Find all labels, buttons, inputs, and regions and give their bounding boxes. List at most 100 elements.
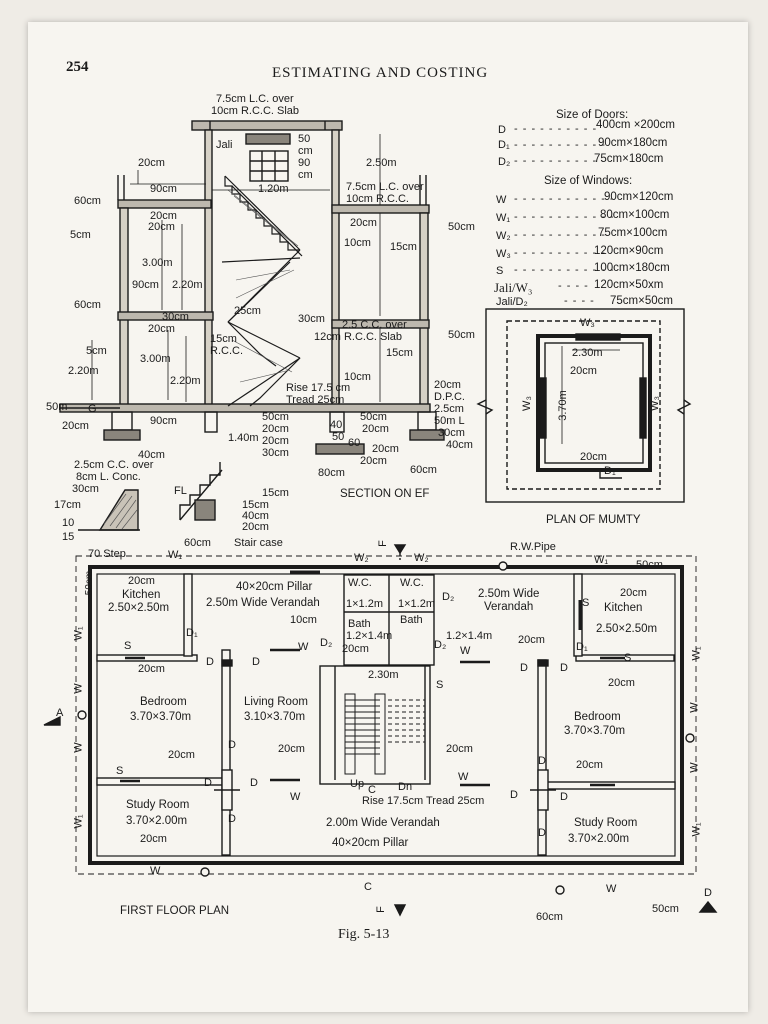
pillar-label: 40×20cm Pillar bbox=[236, 581, 313, 593]
window-tag: W bbox=[458, 771, 469, 783]
room-dim: 1×1.2m bbox=[346, 598, 383, 610]
window-size: 80cm×100cm bbox=[600, 209, 670, 221]
dim-label: 1.40m bbox=[228, 432, 259, 444]
section-marker-d: D bbox=[704, 887, 712, 899]
dim-label: 80cm bbox=[318, 467, 345, 479]
dim-label: 30cm bbox=[438, 427, 465, 439]
dim-label: 50m L bbox=[434, 415, 465, 427]
dim-label: 50cm bbox=[262, 411, 289, 423]
window-code: Jali/D₂ bbox=[496, 296, 528, 308]
room-dim: 1×1.2m bbox=[398, 598, 435, 610]
window-tag: W₁ bbox=[690, 822, 703, 837]
dim-label: 1.20m bbox=[258, 183, 289, 195]
dim-label: 2.20m bbox=[170, 375, 201, 387]
section-marker-a: A bbox=[56, 707, 64, 719]
leader: - - - - - - - - - - - - bbox=[514, 211, 615, 223]
room-dim: 1.2×1.4m bbox=[446, 630, 493, 642]
dim-label: 20cm bbox=[138, 157, 165, 169]
window-tag: W bbox=[72, 742, 85, 753]
room-dim: 1.2×1.4m bbox=[346, 630, 393, 642]
cc-note: 2.5cm C.C. over bbox=[74, 459, 154, 471]
dim-label: 10cm bbox=[344, 237, 371, 249]
dim-label: 40cm bbox=[242, 510, 269, 522]
window-tag: W bbox=[460, 645, 471, 657]
door-tag: D₁ bbox=[186, 627, 198, 639]
dim-label: 2.50m bbox=[366, 157, 397, 169]
w3-left-label: W₃ bbox=[520, 396, 533, 411]
dim-label: 17cm bbox=[54, 499, 81, 511]
door-size: 75cm×180cm bbox=[594, 153, 664, 165]
window-tag: W₁ bbox=[168, 549, 183, 561]
window-tag: W₁ bbox=[594, 554, 609, 566]
window-size: 75cm×100cm bbox=[598, 227, 668, 239]
window-code: W₃ bbox=[496, 248, 511, 260]
dim-label: 60cm bbox=[410, 464, 437, 476]
window-tag: W bbox=[290, 791, 301, 803]
dim-label: 20cm bbox=[140, 833, 167, 845]
door-code: D₁ bbox=[498, 139, 510, 151]
dim-label: 10cm R.C.C. bbox=[346, 193, 409, 205]
window-tag: W₁ bbox=[72, 814, 85, 829]
stair-c: C bbox=[368, 784, 376, 796]
dim-label: 20cm bbox=[148, 221, 175, 233]
leader: - - - - - - - - - - - bbox=[514, 229, 606, 241]
dim-label: 20cm bbox=[150, 210, 177, 222]
rw-pipe-label: R.W.Pipe bbox=[510, 541, 556, 553]
leader: - - - - - - - - - - bbox=[514, 123, 598, 135]
door-tag: D bbox=[538, 827, 546, 839]
dim-label: 50 bbox=[298, 133, 311, 145]
windows-title: Size of Windows: bbox=[544, 175, 633, 187]
room-bedroom-right: Bedroom bbox=[574, 711, 621, 723]
verandah-right-2: Verandah bbox=[484, 601, 534, 613]
dim-label: 20cm bbox=[168, 749, 195, 761]
dim-label: 25cm bbox=[234, 305, 261, 317]
dim-label: 30cm bbox=[162, 311, 189, 323]
leader: - - - - - - - - - - - - bbox=[514, 264, 615, 276]
mumty-width: 2.30m bbox=[572, 347, 603, 359]
jali-label: Jali bbox=[216, 139, 233, 151]
dim-label: 2.5 C.C. over bbox=[342, 319, 407, 331]
dim-label: 90cm bbox=[150, 415, 177, 427]
room-dim: 2.50×2.50m bbox=[108, 602, 170, 614]
dim-label: 40cm bbox=[138, 449, 165, 461]
bath-label: Bath bbox=[348, 618, 371, 630]
lconc-note: 8cm L. Conc. bbox=[76, 471, 141, 483]
door-tag: D₂ bbox=[320, 637, 333, 649]
dim-label: 60cm bbox=[74, 299, 101, 311]
dim-label: 20cm bbox=[262, 435, 289, 447]
window-code: S bbox=[496, 265, 504, 277]
dim-label: cm bbox=[298, 145, 313, 157]
dim-label: 20cm bbox=[148, 323, 175, 335]
window-code: W₂ bbox=[496, 230, 511, 242]
dim-label: 50cm bbox=[84, 570, 96, 596]
window-tag: W₁ bbox=[72, 626, 85, 641]
verandah-right: 2.50m Wide bbox=[478, 588, 540, 600]
room-study-left: Study Room bbox=[126, 799, 190, 811]
room-dim: 3.10×3.70m bbox=[244, 711, 306, 723]
dim-label: 50cm bbox=[448, 329, 475, 341]
dim-label: 50 bbox=[332, 431, 345, 443]
dim-label: 20cm bbox=[446, 743, 473, 755]
window-tag: W₁ bbox=[690, 646, 703, 661]
bath-label: Bath bbox=[400, 614, 423, 626]
dim-label: 60 bbox=[348, 437, 361, 449]
dim-label: 10cm bbox=[290, 614, 317, 626]
roof-note-2: 10cm R.C.C. Slab bbox=[211, 105, 300, 117]
door-tag: D bbox=[560, 662, 568, 674]
dim-label: 90cm bbox=[150, 183, 177, 195]
room-kitchen-right: Kitchen bbox=[604, 602, 643, 614]
dpc-label: D.P.C. bbox=[434, 391, 465, 403]
window-tag: W bbox=[688, 702, 701, 713]
window-tag: W bbox=[298, 641, 309, 653]
dim-label: 10 bbox=[62, 517, 75, 529]
door-size: 400cm ×200cm bbox=[596, 119, 675, 131]
window-tag: S bbox=[582, 597, 590, 609]
ground-label: G bbox=[88, 403, 97, 415]
dim-label: 10cm bbox=[344, 371, 371, 383]
room-dim: 3.70×3.70m bbox=[130, 711, 192, 723]
window-tag: S bbox=[116, 765, 124, 777]
dim-label: 20cm bbox=[262, 423, 289, 435]
window-tag: S bbox=[624, 652, 632, 664]
dim-label: 20cm bbox=[242, 521, 269, 533]
